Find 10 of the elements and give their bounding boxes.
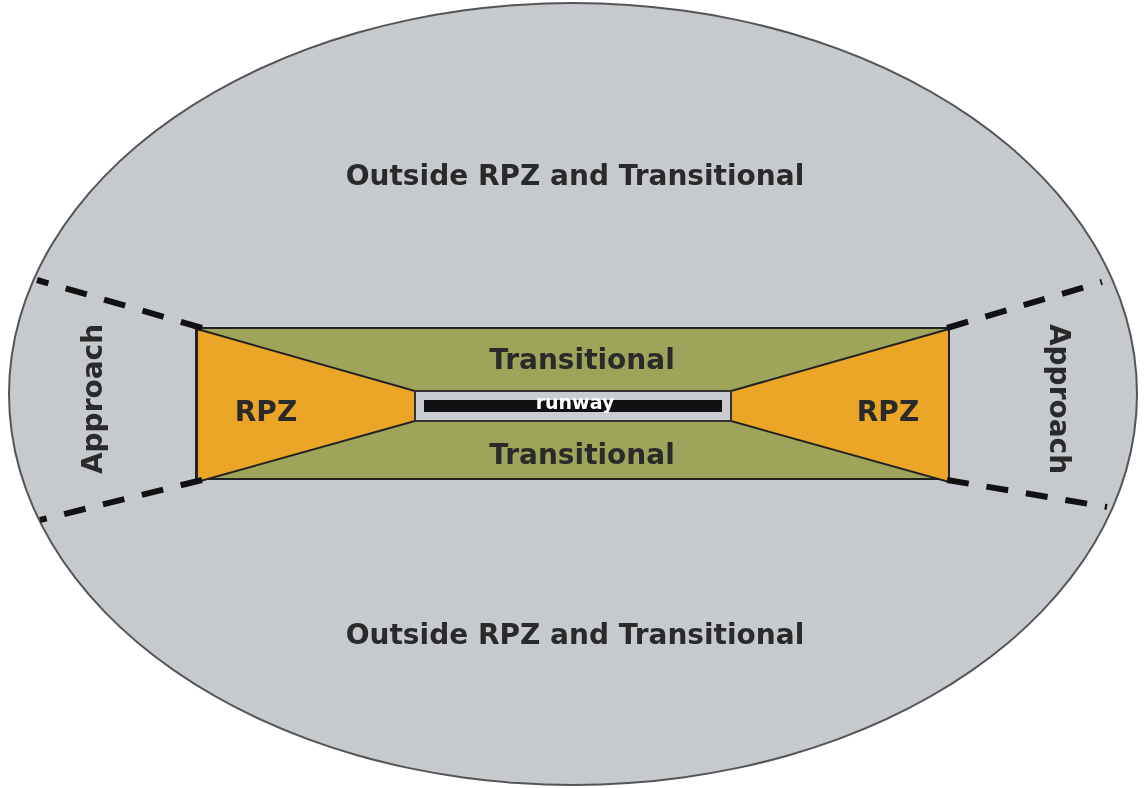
zone-label: Outside RPZ and Transitional [345,158,805,192]
zone-label: Transitional [489,342,675,376]
zone-label: Outside RPZ and Transitional [345,617,805,651]
zone-label: RPZ [234,394,298,428]
zone-label: RPZ [856,394,920,428]
zone-label: Approach [1042,323,1076,475]
zone-label: Approach [75,323,109,475]
zone-label: Transitional [489,437,675,471]
rpz-zone [197,329,415,482]
rpz-zone [731,329,949,482]
